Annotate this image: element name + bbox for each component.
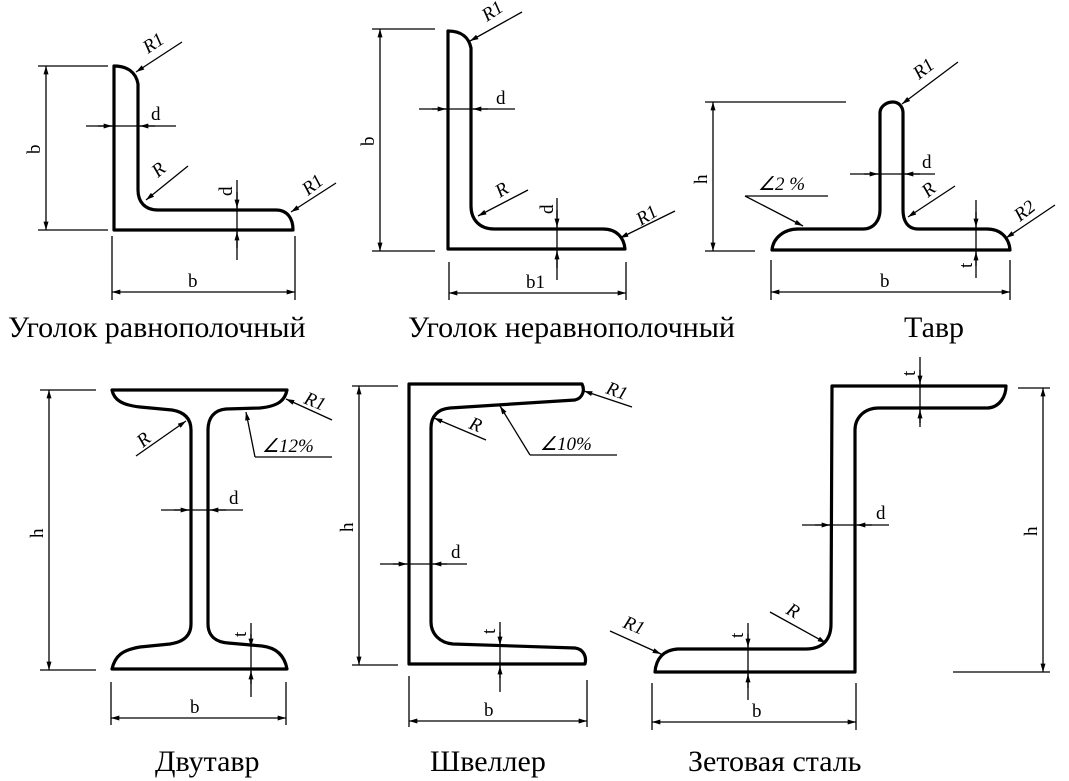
label-d-flange: d <box>537 204 558 214</box>
label-t-bottom: t <box>727 632 748 638</box>
label-h: h <box>27 528 48 538</box>
label-slope: ∠2 % <box>758 174 805 195</box>
label-d: d <box>229 488 239 509</box>
label-d-flange: d <box>216 186 237 196</box>
z-section-figure: t h d R R1 t b Зетовая сталь <box>609 357 1050 778</box>
label-d-web: d <box>496 88 506 109</box>
i-beam-figure: h b d R R1 ∠12% t Двутавр <box>27 388 333 778</box>
equal-angle-figure: b b d d R1 R R1 Уголок равнополочный <box>8 29 337 344</box>
label-r1: R1 <box>602 378 630 405</box>
label-h: h <box>691 174 712 184</box>
caption-channel: Швеллер <box>430 745 546 778</box>
label-b1-width: b1 <box>526 272 545 293</box>
label-r2: R2 <box>1009 196 1040 226</box>
i-beam-profile <box>110 388 289 671</box>
label-t: t <box>230 631 251 637</box>
label-r: R <box>147 158 170 182</box>
channel-profile <box>407 382 588 666</box>
label-h: h <box>1021 526 1042 536</box>
caption-equal-angle: Уголок равнополочный <box>8 311 306 344</box>
label-b-height: b <box>358 137 379 147</box>
equal-angle-profile <box>112 64 295 232</box>
label-slope: ∠10% <box>540 434 592 455</box>
label-r1-right: R1 <box>632 201 662 231</box>
label-b: b <box>880 271 890 292</box>
label-d-web: d <box>151 104 161 125</box>
caption-i-beam: Двутавр <box>155 745 260 778</box>
label-t-top: t <box>899 370 920 376</box>
label-b: b <box>190 697 200 718</box>
caption-tee: Тавр <box>904 311 964 344</box>
label-slope: ∠12% <box>262 436 314 457</box>
label-r: R <box>465 413 485 437</box>
label-t: t <box>956 262 977 268</box>
label-r: R <box>132 428 155 452</box>
unequal-angle-figure: b b1 d d R1 R R1 Уголок неравнополочный <box>358 0 735 344</box>
label-b-width: b <box>188 271 198 292</box>
caption-unequal-angle: Уголок неравнополочный <box>408 311 735 344</box>
label-r1: R1 <box>619 612 647 640</box>
label-d: d <box>876 503 886 524</box>
tee-figure: h b d ∠2 % R1 R R2 t Тавр <box>691 54 1056 344</box>
caption-z-section: Зетовая сталь <box>688 745 861 778</box>
label-d: d <box>451 542 461 563</box>
label-r1-right: R1 <box>297 170 327 200</box>
label-d: d <box>922 152 932 173</box>
label-r1: R1 <box>300 388 328 416</box>
tee-profile <box>770 100 1012 252</box>
channel-figure: h b d R1 R ∠10% t Швеллер <box>337 378 633 778</box>
label-t: t <box>479 628 500 634</box>
unequal-angle-profile <box>446 29 627 251</box>
label-b-height: b <box>24 145 45 155</box>
label-b: b <box>484 700 494 721</box>
label-h: h <box>337 522 358 532</box>
z-section-profile <box>653 384 1008 674</box>
label-r: R <box>917 178 940 202</box>
label-b: b <box>752 701 762 722</box>
